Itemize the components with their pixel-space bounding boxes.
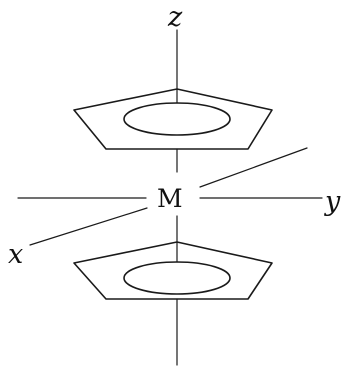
upper-ring-center-ellipse	[123, 102, 231, 136]
metal-center-label: M	[157, 184, 183, 213]
x-axis-back-segment	[199, 147, 308, 188]
y-axis-label: y	[324, 186, 341, 217]
lower-ring-center-ellipse	[123, 261, 231, 295]
upper-ring-pentagon	[73, 88, 273, 150]
lower-ring-pentagon	[73, 241, 273, 300]
x-axis-label: x	[8, 239, 23, 270]
z-axis-label: z	[167, 2, 183, 33]
x-axis-front-segment	[29, 207, 148, 246]
